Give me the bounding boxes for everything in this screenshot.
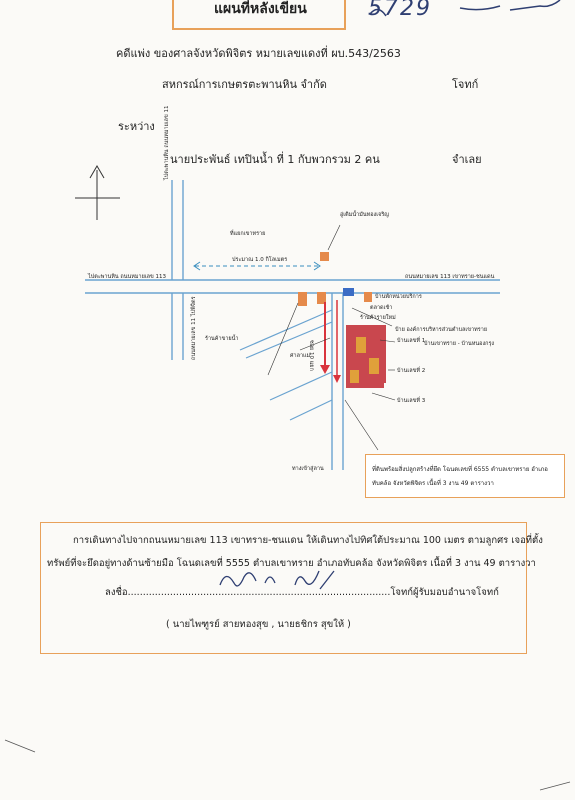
sign-label: ป้าย องค์การบริหารส่วนตำบลเขาทราย [395, 327, 488, 333]
house-1-marker [356, 337, 366, 353]
pointer-sign [351, 307, 393, 327]
between-label: ระหว่าง [118, 120, 155, 133]
house-1-label: บ้านเลขที่ 1 [397, 338, 426, 344]
pointer-house3 [371, 392, 396, 401]
defendant-name: นายประพันธ์ เทปินน้ำ ที่ 1 กับพวกรวม 2 ค… [170, 153, 380, 166]
title-box: แผนที่หลังเขียน [172, 0, 346, 30]
location-map [75, 165, 500, 470]
sign-sub-label: บ้านเขาทราย - บ้านหนองกรุง [424, 341, 495, 347]
distance-arrow-right-head [313, 261, 321, 271]
legend-line-2: ทับคล้อ จังหวัดพิจิตร เนื้อที่ 3 งาน 49 … [372, 480, 494, 487]
plaintiff-name: สหกรณ์การเกษตรตะพานหิน จำกัด [162, 78, 327, 91]
case-line: คดีแพ่ง ของศาลจังหวัดพิจิตร หมายเลขแดงที… [116, 47, 401, 60]
bank-marker [343, 288, 354, 296]
water-tower-marker [320, 252, 329, 261]
map-legend: ที่ดินพร้อมสิ่งปลูกสร้างที่ยึด โฉนดเลขที… [365, 454, 565, 498]
signature-mark [219, 570, 335, 590]
diag-road-1 [239, 309, 333, 351]
direction-arrow-2-head [333, 375, 341, 383]
school-label: ที่แยกเขาทราย [230, 231, 266, 237]
scan-artifacts [4, 739, 571, 791]
bank-house-marker [364, 292, 372, 302]
description-line-1: การเดินทางไปจากถนนหมายเลข 113 เขาทราย-ชน… [73, 535, 543, 546]
pointer-house1 [379, 339, 396, 343]
pointer-restaurant [267, 302, 299, 376]
pointer-water-tower [327, 224, 341, 251]
road-left-vertical-label: ไปตะพานหิน ถนนหมายเลข 11 [164, 105, 170, 180]
diag-road-4 [269, 371, 333, 401]
market-marker [298, 292, 307, 306]
restaurant-label: ร้านค้ารายใหม่ [360, 315, 396, 321]
water-tower-label: อู่เติมน้ำมันทองเจริญ [340, 212, 389, 218]
description-line-2: ทรัพย์ที่จะยึดอยู่ทางด้านซ้ายมือ โฉนดเลข… [47, 558, 536, 569]
defendant-role: จำเลย [452, 153, 482, 166]
signature-line: ลงชื่อ..................................… [105, 587, 499, 598]
description-box: การเดินทางไปจากถนนหมายเลข 113 เขาทราย-ชน… [40, 522, 543, 654]
shop-marker [317, 292, 326, 304]
market-label: ตลาดเช้า [370, 305, 393, 311]
signatory-names: ( นายไพฑูรย์ สายทองสุข , นายธชิกร สุขให้… [166, 619, 351, 630]
soi-label: ซอย 10 แยก [308, 340, 314, 371]
distance-label: ประมาณ 1.0 กิโลเมตร [232, 257, 288, 263]
document-title: แผนที่หลังเขียน [214, 1, 307, 17]
pointer-legend [344, 399, 379, 451]
legend-line-1: ที่ดินพร้อมสิ่งปลูกสร้างที่ยึด โฉนดเลขที… [372, 466, 548, 473]
north-arrow-head [89, 165, 105, 179]
direction-arrow-1-head [320, 365, 330, 374]
shop-label: ร้านค้าขายน้ำ [205, 336, 239, 342]
road-right-vertical-label: ถนนหมายเลข 11 ไปพิจิตร [191, 296, 197, 360]
pavilion-label: ศาลาแม่ [290, 353, 311, 359]
path-label: ทางเข้าสู่ลาน [292, 466, 324, 472]
handwriting-scribble [369, 0, 561, 17]
road-113-left-label: ไปตะพานหิน ถนนหมายเลข 113 [88, 274, 167, 280]
house-3-label: บ้านเลขที่ 3 [397, 398, 426, 404]
diag-road-3 [289, 399, 333, 421]
house-2-marker [369, 358, 379, 374]
bank-label: บ้านพักหน่วยบริการ [375, 294, 422, 300]
house-3-marker [350, 370, 359, 383]
handwritten-number: 5729 [368, 0, 432, 21]
house-2-label: บ้านเลขที่ 2 [397, 368, 426, 374]
plaintiff-role: โจทก์ [452, 78, 479, 91]
road-113-right-label: ถนนหมายเลข 113 เขาทราย-ชนแดน [405, 274, 495, 280]
pointer-pavilion [299, 337, 331, 351]
diag-road-2 [245, 321, 333, 359]
distance-arrow-left-head [193, 261, 201, 271]
